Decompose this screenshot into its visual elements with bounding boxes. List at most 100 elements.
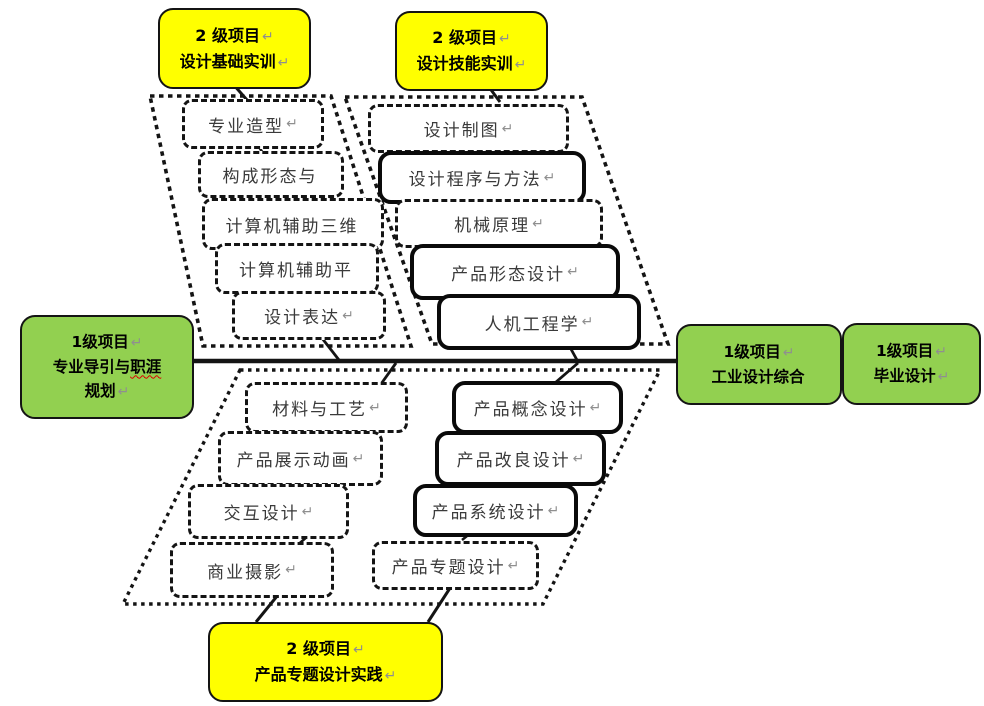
course-commercial-photography: 商业摄影↵ <box>170 542 334 598</box>
return-mark: ↵ <box>261 28 274 45</box>
course-label: 产品展示动画 <box>236 451 351 471</box>
label-text-misspelled: 职涯 <box>130 357 162 376</box>
return-mark: ↵ <box>342 307 354 324</box>
label-line: 产品专题设计实践↵ <box>255 662 397 688</box>
label-text: 1级项目 <box>875 342 934 361</box>
course-label: 产品形态设计 <box>451 264 566 285</box>
course-label: 产品专题设计 <box>391 558 506 578</box>
return-mark: ↵ <box>501 120 514 137</box>
return-mark: ↵ <box>352 642 365 659</box>
label-line: 1级项目↵ <box>71 330 142 355</box>
course-label: 材料与工艺 <box>272 400 368 420</box>
bottom-parallelogram <box>120 368 663 606</box>
course-product-improvement-design: 产品改良设计↵ <box>435 431 606 486</box>
return-mark: ↵ <box>514 57 527 73</box>
return-mark: ↵ <box>507 557 520 574</box>
course-composition-form: 构成形态与 <box>198 151 344 198</box>
course-professional-modeling: 专业造型↵ <box>182 99 324 149</box>
return-mark: ↵ <box>301 503 314 520</box>
label-line: 1级项目↵ <box>723 340 794 365</box>
upper-right-parallelogram <box>342 95 671 346</box>
label-text: 产品专题设计实践 <box>254 665 383 684</box>
label-line: 2 级项目↵ <box>286 636 364 662</box>
return-mark: ↵ <box>572 450 585 467</box>
course-label: 产品概念设计 <box>473 400 588 420</box>
course-product-thematic-design: 产品专题设计↵ <box>372 541 539 590</box>
course-label: 交互设计 <box>223 504 300 524</box>
label-line: 毕业设计↵ <box>874 364 950 389</box>
label-text: 工业设计综合 <box>711 367 805 386</box>
return-mark: ↵ <box>937 369 950 385</box>
connector-line <box>426 584 454 623</box>
course-product-concept-design: 产品概念设计↵ <box>452 381 623 434</box>
course-computer-aided-2d: 计算机辅助平 <box>215 243 379 294</box>
course-product-form-design: 产品形态设计↵ <box>410 244 620 300</box>
return-mark: ↵ <box>117 384 130 401</box>
label-text: 1级项目 <box>723 342 781 361</box>
label-text: 2 级项目 <box>286 639 351 659</box>
label-text: 设计技能实训 <box>416 54 513 73</box>
level1-box-industrial-design: 1级项目↵ 工业设计综合 <box>676 324 842 405</box>
label-text: 设计基础实训 <box>179 51 276 71</box>
course-design-drafting: 设计制图↵ <box>368 104 569 153</box>
label-line: 设计技能实训↵ <box>417 51 527 77</box>
return-mark: ↵ <box>277 54 290 71</box>
rib-line <box>555 361 579 384</box>
upper-left-parallelogram <box>147 94 414 348</box>
course-label: 产品改良设计 <box>456 451 571 471</box>
return-mark: ↵ <box>782 344 795 361</box>
return-mark: ↵ <box>384 668 397 684</box>
level1-box-career-planning: 1级项目↵ 专业导引与职涯 规划↵ <box>20 315 194 419</box>
level2-box-product-practice: 2 级项目↵ 产品专题设计实践↵ <box>208 622 443 702</box>
return-mark: ↵ <box>543 169 556 186</box>
course-label: 计算机辅助平 <box>239 261 353 281</box>
label-line: 专业导引与职涯 <box>53 355 162 380</box>
return-mark: ↵ <box>369 399 381 416</box>
return-mark: ↵ <box>547 502 560 519</box>
course-design-process-methods: 设计程序与方法↵ <box>378 151 586 204</box>
level2-box-design-skills: 2 级项目↵ 设计技能实训↵ <box>395 11 548 91</box>
course-interaction-design: 交互设计↵ <box>188 484 349 539</box>
course-label: 专业造型 <box>208 116 285 137</box>
course-product-system-design: 产品系统设计↵ <box>413 484 578 537</box>
label-line: 工业设计综合 <box>711 365 806 390</box>
label-line: 1级项目↵ <box>876 339 947 364</box>
label-text: 专业导引与 <box>52 357 131 376</box>
course-materials-technology: 材料与工艺↵ <box>245 382 408 433</box>
course-label: 设计制图 <box>423 121 500 141</box>
return-mark: ↵ <box>352 450 365 467</box>
course-mechanical-principles: 机械原理↵ <box>395 199 603 248</box>
course-label: 设计程序与方法 <box>408 170 542 190</box>
return-mark: ↵ <box>130 334 143 351</box>
return-mark: ↵ <box>498 31 511 48</box>
course-label: 产品系统设计 <box>431 503 546 523</box>
level2-box-design-basics: 2 级项目↵ 设计基础实训↵ <box>158 8 311 89</box>
return-mark: ↵ <box>285 562 297 578</box>
label-text: 规划 <box>84 382 116 401</box>
course-design-expression: 设计表达↵ <box>232 291 386 340</box>
return-mark: ↵ <box>567 264 579 280</box>
course-label: 人机工程学 <box>484 314 580 335</box>
return-mark: ↵ <box>286 116 298 132</box>
label-line: 规划↵ <box>85 379 130 404</box>
label-line: 设计基础实训↵ <box>180 49 290 75</box>
course-label: 商业摄影 <box>207 562 284 583</box>
course-ergonomics: 人机工程学↵ <box>437 294 641 350</box>
course-label: 机械原理 <box>454 216 531 236</box>
level1-box-graduation-design: 1级项目↵ 毕业设计↵ <box>842 323 981 405</box>
label-text: 毕业设计 <box>873 367 936 385</box>
label-text: 2 级项目 <box>432 28 497 48</box>
label-line: 2 级项目↵ <box>195 23 273 49</box>
return-mark: ↵ <box>532 215 544 232</box>
return-mark: ↵ <box>935 344 948 361</box>
label-text: 1级项目 <box>71 332 129 351</box>
label-text: 2 级项目 <box>195 25 260 45</box>
rib-line <box>379 362 398 385</box>
course-product-display-animation: 产品展示动画↵ <box>218 431 383 486</box>
course-label: 计算机辅助三维 <box>225 216 359 237</box>
course-label: 设计表达 <box>264 308 341 328</box>
return-mark: ↵ <box>589 399 602 416</box>
return-mark: ↵ <box>581 314 594 330</box>
course-label: 构成形态与 <box>222 167 318 187</box>
